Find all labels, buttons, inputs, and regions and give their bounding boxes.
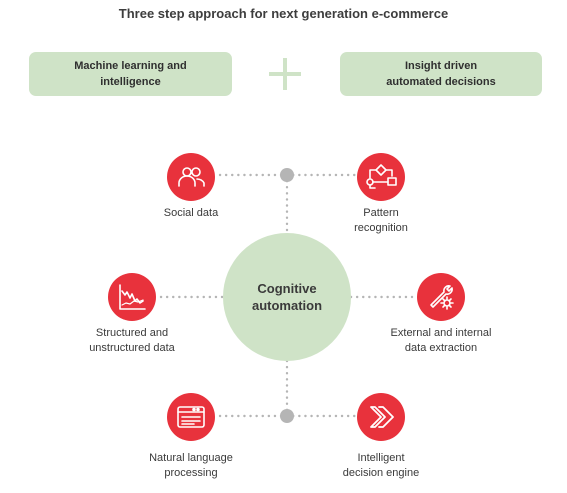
label-line: Natural language bbox=[149, 452, 233, 464]
label-line: Intelligent bbox=[357, 452, 405, 464]
label-line: External and internal bbox=[390, 327, 492, 339]
center-circle: Cognitive automation bbox=[223, 233, 351, 361]
label-line: Structured and bbox=[95, 327, 169, 339]
junction-dot-bottom bbox=[280, 409, 294, 423]
pill-line: intelligence bbox=[100, 76, 161, 88]
flowchart-icon bbox=[357, 153, 405, 201]
label-line: decision engine bbox=[342, 467, 420, 479]
pill-insight-driven: Insight driven automated decisions bbox=[340, 52, 542, 96]
people-icon bbox=[167, 153, 215, 201]
page-title: Three step approach for next generation … bbox=[118, 6, 449, 21]
wrench-gear-icon bbox=[417, 273, 465, 321]
pattern-recognition-label: Pattern recognition bbox=[311, 206, 451, 236]
pill-line: automated decisions bbox=[386, 76, 496, 88]
line-chart-icon bbox=[108, 273, 156, 321]
structured-data-label: Structured and unstructured data bbox=[62, 326, 202, 356]
label-line: data extraction bbox=[404, 342, 478, 354]
center-label: Cognitive bbox=[257, 281, 317, 296]
label-line: recognition bbox=[354, 222, 408, 234]
junction-dot-top bbox=[280, 168, 294, 182]
label-line: Pattern bbox=[363, 207, 399, 219]
label-line: Social data bbox=[163, 207, 219, 219]
decision-engine-label: Intelligent decision engine bbox=[311, 451, 451, 481]
fast-forward-icon bbox=[357, 393, 405, 441]
plus-icon bbox=[269, 58, 301, 90]
label-line: processing bbox=[164, 467, 218, 479]
center-label: automation bbox=[251, 298, 323, 313]
nlp-label: Natural language processing bbox=[121, 451, 261, 481]
text-window-icon bbox=[167, 393, 215, 441]
pill-line: Insight driven bbox=[404, 60, 478, 72]
label-line: unstructured data bbox=[89, 342, 175, 354]
social-data-label: Social data bbox=[121, 206, 261, 221]
pill-machine-learning: Machine learning and intelligence bbox=[29, 52, 232, 96]
external-data-label: External and internal data extraction bbox=[371, 326, 511, 356]
pill-line: Machine learning and bbox=[74, 60, 187, 72]
